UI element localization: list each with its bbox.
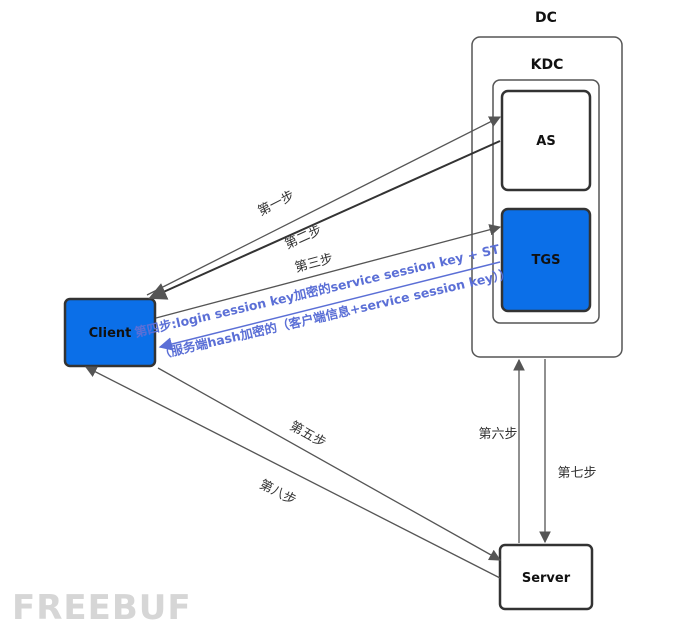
step2-arrow	[148, 140, 501, 300]
tgs-box	[500, 207, 592, 313]
step8-label: 第八步	[257, 477, 299, 508]
step5-label: 第五步	[287, 419, 328, 451]
step2-label: 第二步	[283, 223, 325, 253]
step7-label: 第七步	[557, 466, 596, 481]
freebuf-watermark: FREEBUF	[12, 588, 192, 628]
as-box	[500, 89, 592, 192]
step5-arrow	[157, 367, 502, 561]
dc-title: DC	[535, 10, 557, 26]
step6-label: 第六步	[478, 427, 517, 442]
tgs-label: TGS	[532, 253, 561, 268]
step8-arrow	[84, 366, 501, 579]
client-box	[63, 297, 157, 368]
step4-arrow	[158, 261, 501, 351]
kdc-title: KDC	[531, 57, 564, 73]
server-box	[498, 543, 594, 611]
step1-label: 第一步	[256, 188, 298, 219]
server-label: Server	[522, 571, 571, 586]
step1-arrow	[146, 116, 502, 296]
as-label: AS	[536, 134, 555, 149]
step3-arrow	[155, 224, 502, 319]
client-label: Client	[89, 326, 132, 341]
